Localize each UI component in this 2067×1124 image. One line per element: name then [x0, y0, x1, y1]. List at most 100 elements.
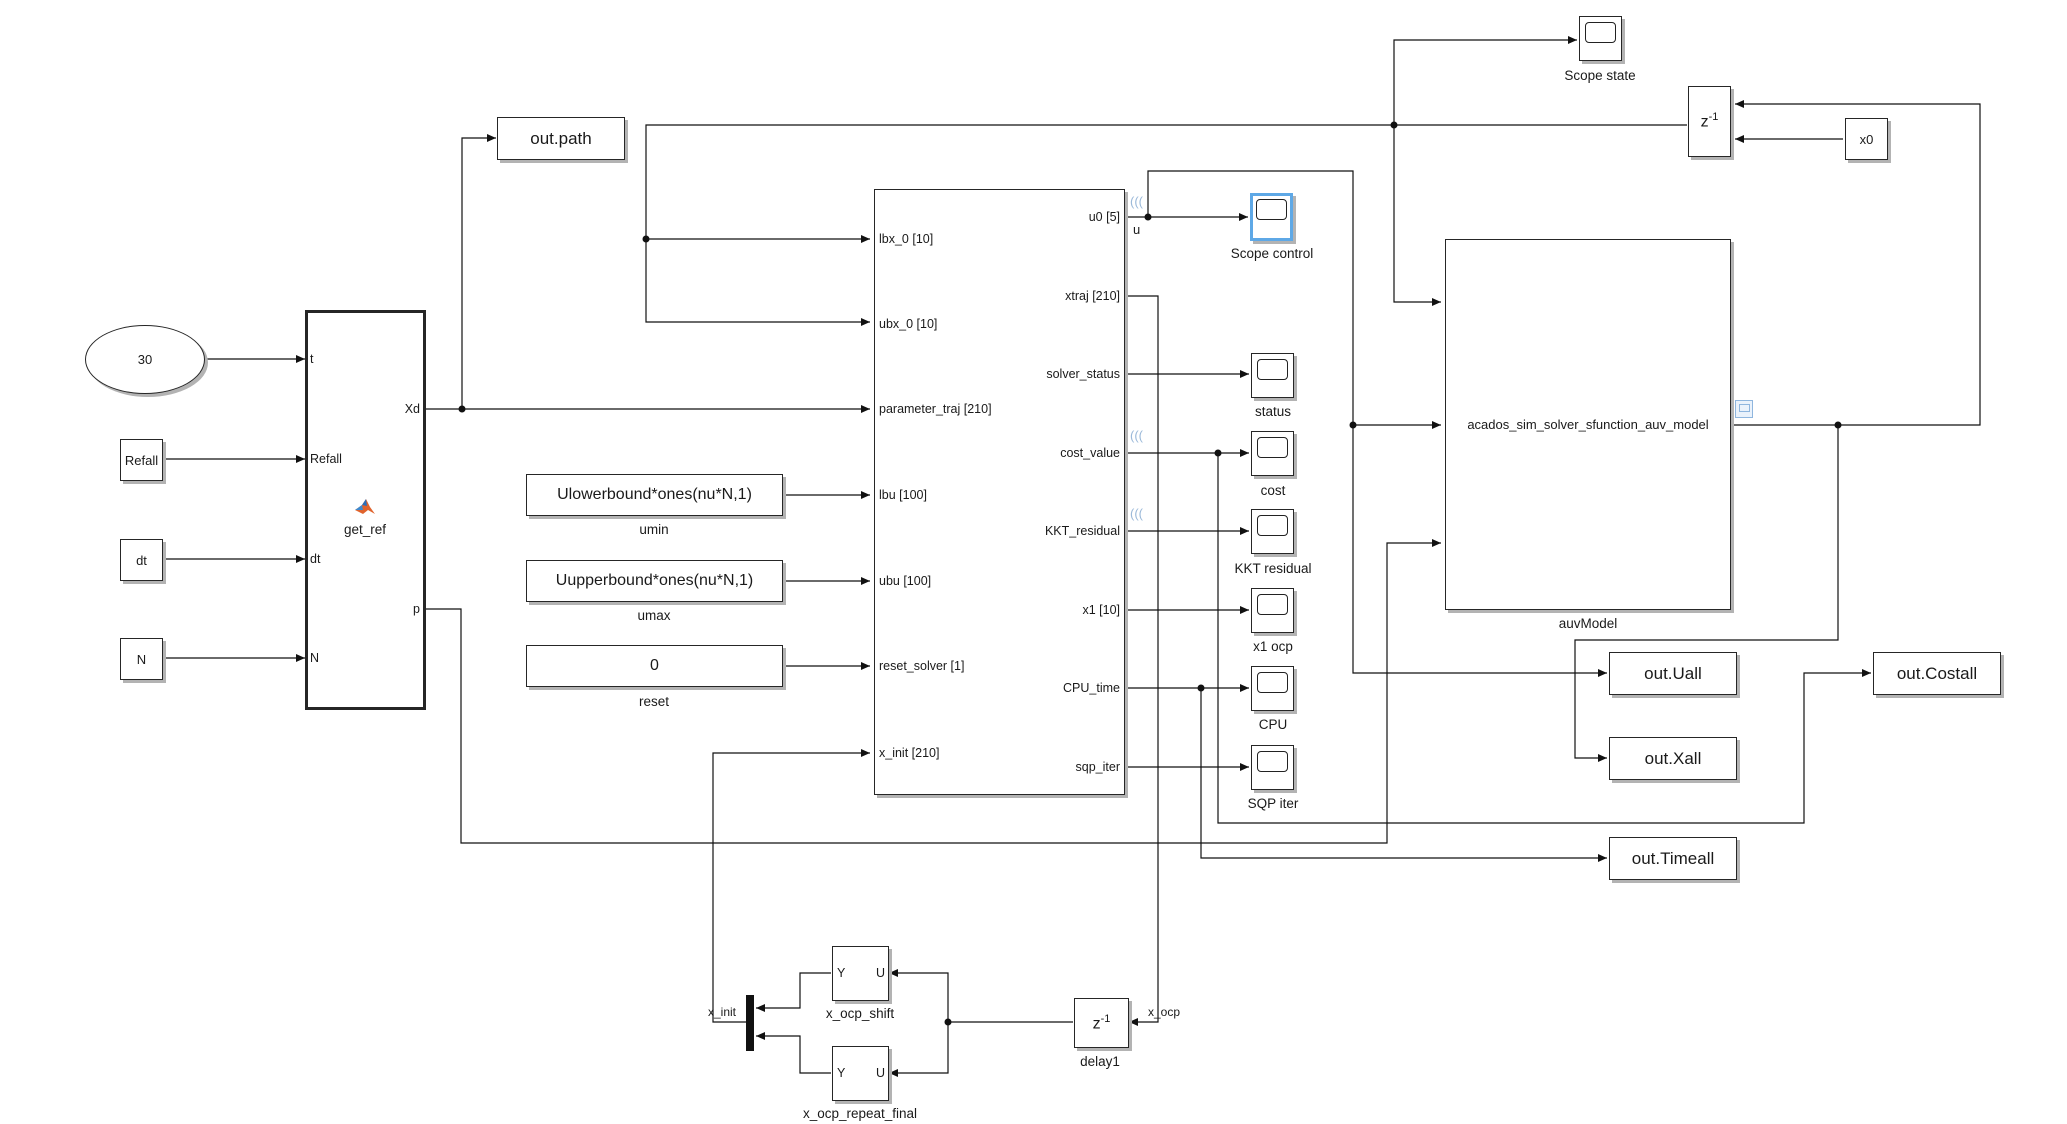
acados-ocp-solver-block[interactable]: [874, 189, 1125, 795]
mux-block[interactable]: [746, 995, 754, 1051]
constant-t-block[interactable]: 30: [85, 325, 205, 394]
get-ref-in-refall: Refall: [310, 452, 342, 466]
scope-icon: [1585, 22, 1616, 43]
wire-repeat-out: [756, 1032, 831, 1074]
signal-x-init-label: x_init: [708, 1005, 737, 1019]
x-ocp-repeat-out-y: Y: [837, 1066, 846, 1080]
auv-model-block[interactable]: acados_sim_solver_sfunction_auv_model: [1445, 239, 1731, 610]
out-uall-block[interactable]: out.Uall: [1609, 652, 1737, 695]
x0-label: x0: [1859, 131, 1874, 147]
x-ocp-shift-label: x_ocp_shift: [825, 1006, 895, 1021]
solver-out-sqp: sqp_iter: [1075, 760, 1120, 774]
solver-out-u0: u0 [5]: [1088, 210, 1120, 224]
dt-label: dt: [136, 552, 147, 568]
umax-block[interactable]: Uupperbound*ones(nu*N,1): [526, 560, 783, 602]
scope-control[interactable]: [1250, 193, 1293, 241]
scope-icon: [1257, 515, 1288, 536]
solver-out-cost: cost_value: [1060, 446, 1120, 460]
x-ocp-repeat-final-block[interactable]: [832, 1046, 889, 1101]
signal-u-label: u: [1133, 222, 1141, 237]
wire-costall: [1217, 453, 1871, 824]
out-path-label: out.path: [530, 128, 592, 148]
solver-in-ubx0: ubx_0 [10]: [879, 317, 938, 331]
out-timeall-block[interactable]: out.Timeall: [1609, 837, 1737, 880]
out-timeall-label: out.Timeall: [1631, 848, 1715, 868]
auv-model-name: auvModel: [1558, 616, 1618, 631]
wire-scope-state: [1393, 36, 1577, 125]
delay1-name: delay1: [1080, 1054, 1120, 1069]
signal-x-ocp-label: x_ocp: [1148, 1005, 1181, 1019]
scope-icon: [1257, 359, 1288, 380]
out-costall-block[interactable]: out.Costall: [1873, 652, 2001, 695]
out-uall-label: out.Uall: [1644, 663, 1702, 683]
n-label: N: [136, 651, 147, 667]
umin-label: umin: [639, 522, 669, 537]
wire-auv-in1: [1393, 125, 1441, 306]
refall-block[interactable]: Refall: [120, 439, 163, 481]
scope-sqp[interactable]: [1251, 745, 1294, 790]
scope-status[interactable]: [1251, 353, 1294, 398]
subsystem-icon: [1735, 400, 1753, 418]
signal-logging-icon: (((: [1130, 428, 1143, 443]
scope-x1ocp[interactable]: [1251, 588, 1294, 633]
solver-in-lbx0: lbx_0 [10]: [879, 232, 934, 246]
out-xall-block[interactable]: out.Xall: [1609, 737, 1737, 780]
x-ocp-shift-out-y: Y: [837, 966, 846, 980]
signal-logging-icon: (((: [1130, 194, 1143, 209]
scope-icon: [1256, 199, 1287, 220]
reset-label: reset: [638, 694, 670, 709]
signal-logging-icon: (((: [1130, 506, 1143, 521]
x-ocp-shift-block[interactable]: [832, 946, 889, 1001]
refall-label: Refall: [124, 452, 159, 468]
reset-block[interactable]: 0: [526, 645, 783, 687]
wire-xinit: [712, 749, 870, 1023]
get-ref-name: get_ref: [343, 522, 387, 537]
x0-block[interactable]: x0: [1845, 118, 1888, 160]
x-ocp-repeat-in-u: U: [875, 1066, 885, 1080]
solver-in-lbu: lbu [100]: [879, 488, 927, 502]
scope-kkt-label: KKT residual: [1234, 561, 1312, 576]
solver-out-xtraj: xtraj [210]: [1065, 289, 1120, 303]
umin-block[interactable]: Ulowerbound*ones(nu*N,1): [526, 474, 783, 516]
wire-shift-out: [756, 972, 831, 1012]
umax-label: umax: [637, 608, 671, 623]
scope-kkt[interactable]: [1251, 509, 1294, 554]
scope-cpu[interactable]: [1251, 666, 1294, 711]
auv-model-sfunction: acados_sim_solver_sfunction_auv_model: [1467, 417, 1709, 432]
out-costall-label: out.Costall: [1896, 663, 1978, 683]
get-ref-in-t: t: [310, 352, 314, 366]
scope-icon: [1257, 437, 1288, 458]
solver-out-kkt: KKT_residual: [1044, 524, 1120, 538]
dt-block[interactable]: dt: [120, 539, 163, 581]
get-ref-out-p: p: [413, 602, 420, 616]
wire-path: [461, 134, 496, 409]
n-block[interactable]: N: [120, 638, 163, 680]
out-path-block[interactable]: out.path: [497, 117, 625, 160]
solver-in-reset: reset_solver [1]: [879, 659, 965, 673]
delay1-block[interactable]: z-1: [1074, 998, 1129, 1048]
wire-xtraj: [1125, 295, 1159, 1026]
get-ref-in-n: N: [310, 651, 320, 665]
scope-cost[interactable]: [1251, 431, 1294, 476]
scope-cost-label: cost: [1260, 483, 1286, 498]
wire-state: [645, 124, 1687, 326]
scope-cpu-label: CPU: [1258, 717, 1288, 732]
umax-expr: Uupperbound*ones(nu*N,1): [555, 572, 754, 589]
delay1-z-label: z-1: [1092, 1012, 1111, 1033]
constant-t-value: 30: [137, 352, 153, 367]
wire-p: [425, 539, 1441, 844]
get-ref-out-xd: Xd: [404, 402, 420, 416]
wire-u-branch: [1147, 170, 1441, 429]
unit-delay-state[interactable]: z-1: [1688, 86, 1731, 157]
scope-state[interactable]: [1579, 16, 1622, 61]
x-ocp-repeat-final-label: x_ocp_repeat_final: [802, 1106, 918, 1121]
scope-icon: [1257, 672, 1288, 693]
wire-timeall: [1200, 688, 1607, 862]
solver-out-status: solver_status: [1046, 367, 1120, 381]
x-ocp-shift-in-u: U: [875, 966, 885, 980]
scope-icon: [1257, 751, 1288, 772]
wire-auv-out: [1731, 100, 1981, 426]
out-xall-label: out.Xall: [1644, 748, 1702, 768]
reset-value: 0: [650, 657, 659, 674]
scope-status-label: status: [1254, 404, 1292, 419]
